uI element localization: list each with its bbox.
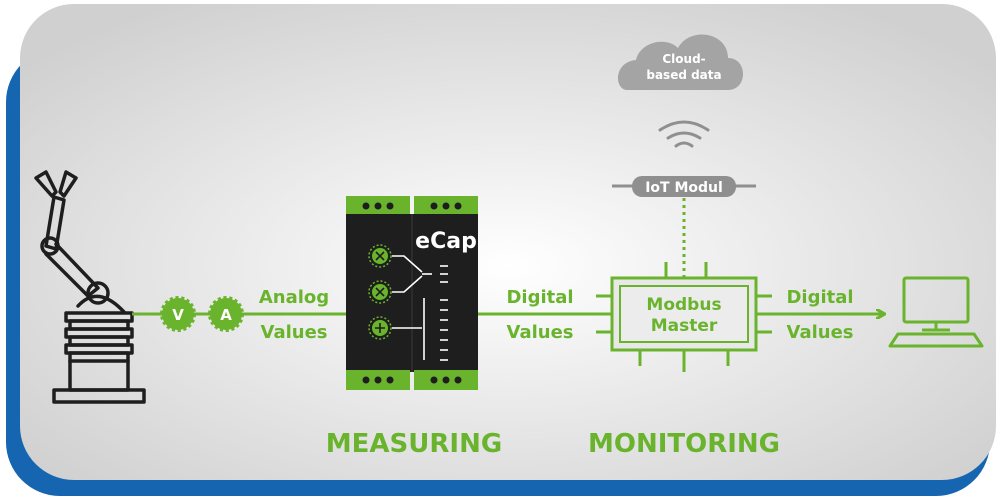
modbus-line1: Modbus: [646, 295, 721, 315]
cloud-line2: based data: [646, 68, 721, 82]
section-monitoring: MONITORING: [588, 429, 780, 459]
frame-background: [20, 4, 996, 480]
label-values-digital-2: Values: [787, 322, 854, 343]
label-digital-2: Digital: [786, 287, 853, 308]
led-indicator-icon: [368, 280, 392, 304]
cloud-line1: Cloud-: [662, 52, 705, 66]
current-meter-icon: A: [208, 296, 244, 332]
label-values-digital-1: Values: [507, 322, 574, 343]
iot-module-label: IoT Modul: [645, 180, 723, 196]
bottom-terminals: [362, 376, 462, 384]
wifi-icon: [658, 120, 710, 148]
cloud-icon: Cloud- based data: [617, 34, 743, 90]
label-digital-1: Digital: [506, 287, 573, 308]
label-values-analog: Values: [261, 322, 328, 343]
current-meter-label: A: [220, 306, 232, 324]
led-indicator-icon: [368, 244, 392, 268]
voltage-meter-icon: V: [160, 296, 196, 332]
voltage-meter-label: V: [172, 306, 184, 324]
ecap-label: eCap: [415, 229, 477, 254]
led-indicator-icon: [368, 316, 392, 340]
circuit-tree-icon: [392, 255, 448, 361]
label-analog: Analog: [259, 287, 329, 308]
ecap-device: eCap: [346, 196, 478, 390]
section-measuring: MEASURING: [326, 429, 502, 459]
top-terminals: [362, 202, 462, 210]
computer-icon: [888, 276, 984, 348]
modbus-line2: Master: [651, 316, 718, 336]
iot-module: IoT Modul: [612, 176, 756, 197]
robot-arm-icon: [34, 170, 146, 404]
modbus-master-chip: Modbus Master: [596, 262, 772, 372]
